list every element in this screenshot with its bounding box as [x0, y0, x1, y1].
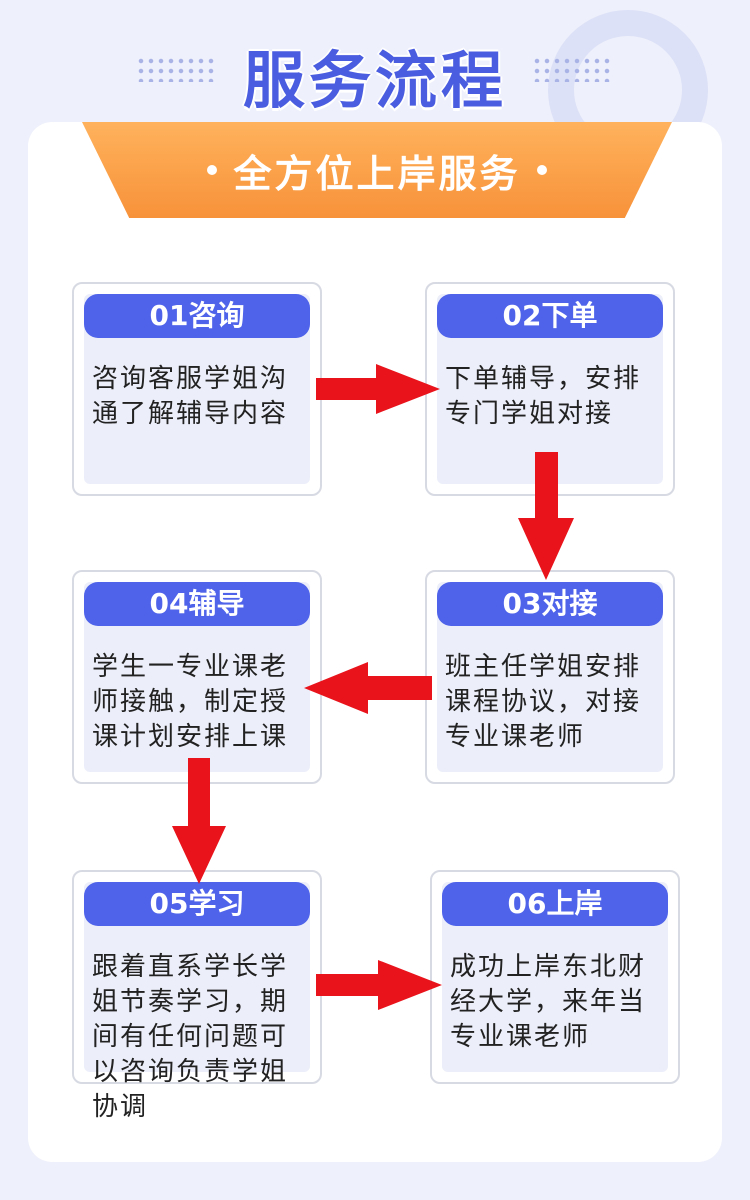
- step-description: 下单辅导，安排专门学姐对接: [445, 364, 642, 429]
- step-description: 班主任学姐安排课程协议，对接专业课老师: [445, 652, 642, 752]
- step-title: 01咨询: [84, 294, 310, 338]
- step-title: 04辅导: [84, 582, 310, 626]
- banner-dot-right: [536, 165, 547, 175]
- step-description: 学生一专业课老师接触，制定授课计划安排上课: [92, 652, 289, 752]
- arrow-left-icon: [304, 662, 432, 714]
- banner-text: 全方位上岸服务: [233, 151, 521, 196]
- arrow-down-icon: [172, 758, 226, 884]
- step-description: 成功上岸东北财经大学，来年当专业课老师: [450, 952, 647, 1052]
- page-title: 服务流程: [242, 44, 507, 117]
- step-title: 05学习: [84, 882, 310, 926]
- step-description: 跟着直系学长学姐节奏学习，期间有任何问题可以咨询负责学姐协调: [92, 952, 289, 1122]
- step-card-01: 01咨询 咨询客服学姐沟通了解辅导内容: [72, 282, 322, 496]
- step-description: 咨询客服学姐沟通了解辅导内容: [92, 364, 289, 429]
- step-title: 03对接: [437, 582, 663, 626]
- banner-dot-left: [207, 165, 218, 175]
- arrow-right-icon: [316, 960, 442, 1010]
- decorative-dots-left: [136, 56, 218, 82]
- arrow-right-icon: [316, 364, 440, 414]
- step-card-06: 06上岸 成功上岸东北财经大学，来年当专业课老师: [430, 870, 680, 1084]
- arrow-down-icon: [518, 452, 574, 580]
- step-card-04: 04辅导 学生一专业课老师接触，制定授课计划安排上课: [72, 570, 322, 784]
- service-banner: 全方位上岸服务: [82, 122, 672, 218]
- step-title: 02下单: [437, 294, 663, 338]
- step-card-05: 05学习 跟着直系学长学姐节奏学习，期间有任何问题可以咨询负责学姐协调: [72, 870, 322, 1122]
- decorative-dots-right: [532, 56, 614, 82]
- step-title: 06上岸: [442, 882, 668, 926]
